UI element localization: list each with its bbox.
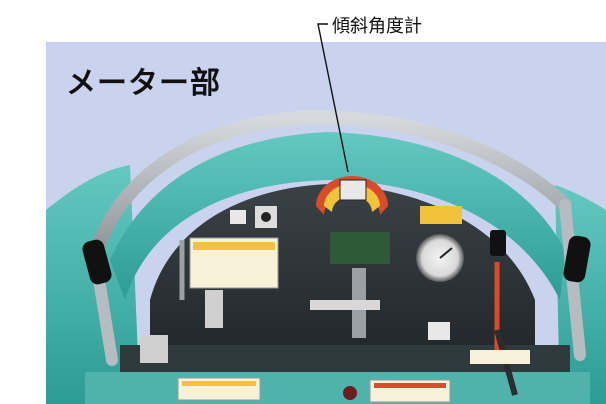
left-grip	[82, 239, 112, 285]
machine-shell-left	[46, 165, 140, 404]
key-switch	[261, 212, 271, 222]
right-switch-box	[428, 322, 450, 340]
left-lever-block	[205, 290, 223, 328]
instrument-panel	[150, 184, 535, 345]
front-bumper	[85, 372, 590, 404]
control-cluster	[330, 232, 390, 264]
left-switch-box	[140, 335, 168, 363]
right-lower-sticker	[470, 350, 530, 364]
cross-bar	[310, 300, 380, 310]
sticker-right	[420, 206, 462, 224]
tilt-gauge-icon	[316, 176, 388, 215]
photo-title: メーター部	[66, 66, 221, 101]
bottom-knob	[343, 386, 357, 400]
machine-cowl	[110, 132, 565, 300]
roll-frame-upper	[88, 110, 572, 262]
small-switch-plate	[230, 210, 246, 224]
right-grip	[563, 235, 591, 283]
callout-leader-line	[317, 23, 349, 173]
warning-sticker-left-header	[193, 242, 275, 250]
bottom-sticker-right-header	[374, 383, 446, 388]
callout-label: 傾斜角度計	[332, 16, 422, 37]
bottom-sticker-left-header	[182, 381, 256, 386]
round-gauge-icon	[416, 234, 464, 282]
